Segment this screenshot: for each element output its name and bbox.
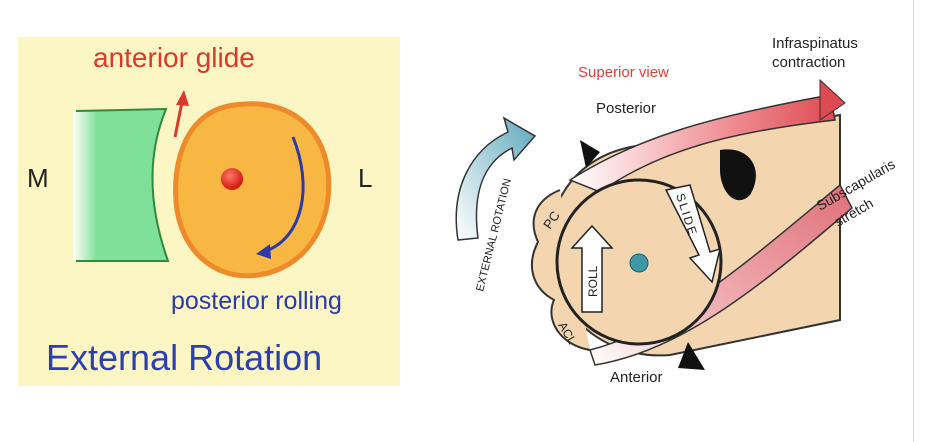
posterior-rolling-arrowhead: [256, 244, 271, 259]
rotation-center-dot: [221, 168, 243, 190]
external-rotation-diagram: anterior glide M L posterior rolling Ext…: [18, 37, 400, 386]
posterior-force-arrow: [580, 140, 600, 168]
infraspinatus-label-line1: Infraspinatus: [772, 35, 858, 52]
roll-label: ROLL: [586, 265, 600, 297]
posterior-rolling-arrow: [265, 136, 305, 253]
slide-arrow: [664, 184, 722, 284]
lateral-label: L: [358, 163, 372, 193]
infraspinatus-arrowhead: [819, 78, 846, 121]
posterior-rolling-label: posterior rolling: [171, 287, 342, 315]
glenoid-outline: [75, 107, 170, 262]
superior-view-label: Superior view: [578, 64, 669, 81]
anterior-glide-arrowhead: [176, 90, 189, 106]
rotation-center-dot: [629, 253, 649, 273]
anterior-label: Anterior: [610, 369, 663, 386]
medial-label: M: [27, 163, 49, 193]
anterior-glide-label: anterior glide: [93, 42, 255, 73]
diagram-title: External Rotation: [46, 337, 322, 378]
humeral-head: [173, 101, 332, 279]
external-rotation-label: EXTERNAL ROTATION: [474, 177, 514, 292]
infraspinatus-label-line2: contraction: [772, 54, 845, 71]
superior-view-diagram: Superior view Posterior Anterior Infrasp…: [420, 20, 900, 410]
roll-arrow: [570, 224, 614, 313]
posterior-recess: [720, 149, 756, 201]
external-rotation-arrow: [455, 116, 537, 241]
anterior-force-arrow: [678, 342, 705, 370]
anterior-glide-arrow: [173, 101, 184, 138]
right-divider: [913, 0, 914, 442]
glenoid-shape: [73, 109, 168, 261]
posterior-label: Posterior: [596, 100, 656, 117]
